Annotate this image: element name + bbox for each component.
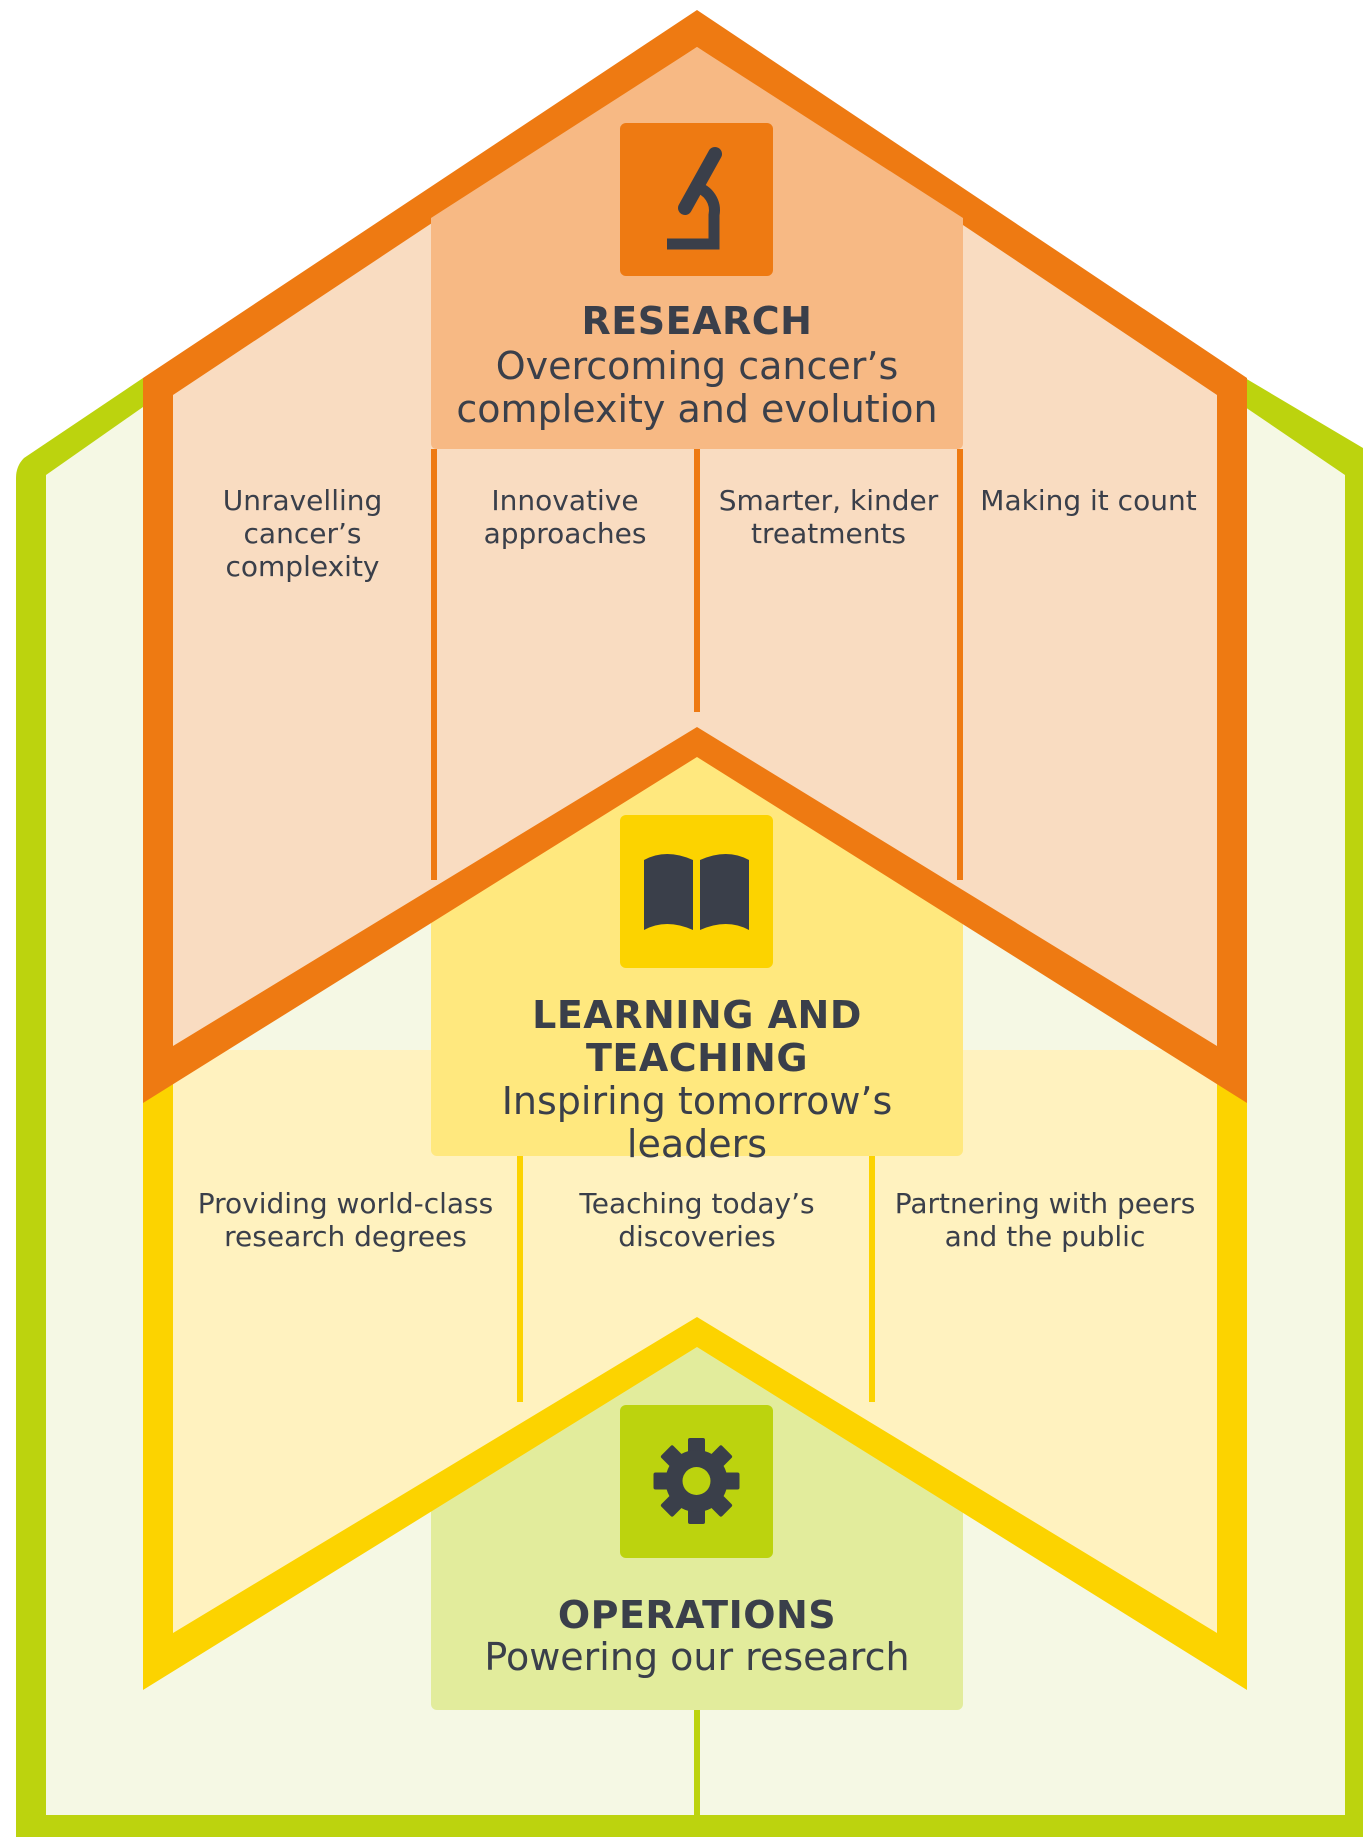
research-title: RESEARCH: [581, 299, 813, 343]
research-section: [143, 10, 1247, 1103]
microscope-icon: [667, 147, 722, 250]
gear-icon: [653, 1438, 740, 1524]
learning-pillar-1: Providing world-class research degrees: [197, 1187, 494, 1253]
open-book-icon: [644, 854, 749, 930]
learning-band-background: [173, 1050, 1217, 1633]
learning-pillar-2: Teaching today’s discoveries: [579, 1187, 815, 1253]
learning-pillar-3: Partnering with peers and the public: [894, 1187, 1196, 1253]
learning-section: [143, 740, 1247, 1690]
learning-title: LEARNING AND TEACHING: [532, 993, 862, 1080]
learning-subtitle: Inspiring tomorrow’s leaders: [501, 1079, 893, 1166]
research-pillar-1: Unravelling cancer’s complexity: [222, 484, 383, 583]
operations-subtitle: Powering our research: [484, 1635, 910, 1679]
research-pillar-2: Innovative approaches: [483, 484, 647, 550]
research-subtitle: Overcoming cancer’s complexity and evolu…: [456, 344, 938, 431]
research-pillar-4: Making it count: [980, 484, 1197, 517]
research-pillar-3: Smarter, kinder treatments: [718, 484, 939, 550]
operations-title: OPERATIONS: [557, 1593, 837, 1637]
learning-icon-box: [620, 815, 773, 968]
